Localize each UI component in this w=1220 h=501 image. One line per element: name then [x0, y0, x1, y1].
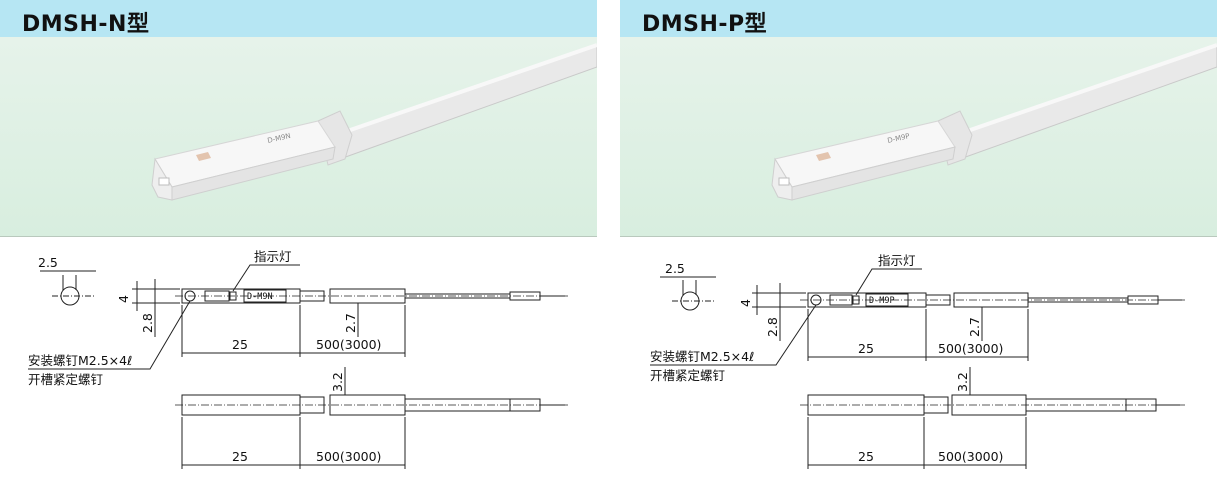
dimension-drawing: 2.5 4 2.8 2.7 3.2 D-M9N 指示灯 安装螺钉M2.5×4ℓ …	[28, 249, 568, 469]
product-photo: D-M9P	[620, 37, 1217, 237]
cable	[329, 44, 597, 160]
label-box	[243, 289, 287, 303]
dim-3-2-label: 3.2	[955, 372, 970, 392]
indicator-lamp-label: 指示灯	[878, 253, 916, 268]
dim-2-8-label: 2.8	[140, 313, 155, 333]
mount-screw-label: 安装螺钉M2.5×4ℓ	[650, 349, 754, 364]
sensor-inner-detail	[829, 294, 853, 306]
sensor-photo-illustration: D-M9N	[151, 43, 597, 201]
cable-segment-outline-bottom	[329, 394, 406, 416]
dim-2-5-label: 2.5	[38, 255, 58, 270]
led-window	[816, 152, 831, 161]
panel-title: DMSH-P型	[642, 12, 768, 37]
cable-highlight	[949, 43, 1217, 139]
dim-2-5-label: 2.5	[665, 261, 685, 276]
dim-3-2-label: 3.2	[330, 372, 345, 392]
screw-leader	[28, 300, 191, 370]
indicator-leader	[232, 264, 300, 292]
panel-title: DMSH-N型	[22, 12, 150, 37]
sensor-inner-detail	[204, 290, 230, 302]
dim-2-8-label: 2.8	[765, 317, 780, 337]
cable	[949, 44, 1217, 160]
sensor-slot	[778, 177, 790, 186]
indicator-lamp	[852, 295, 860, 305]
dim-500-top-label: 500(3000)	[316, 337, 381, 352]
panel-p-type: DMSH-P型 D-M9P	[620, 0, 1217, 501]
slot-screw-label: 开槽紧定螺钉	[650, 368, 726, 383]
sensor-photo-illustration: D-M9P	[771, 43, 1217, 201]
dim-2-7-label: 2.7	[343, 313, 358, 333]
slot-screw-label: 开槽紧定螺钉	[28, 372, 104, 387]
indicator-lamp	[229, 291, 237, 301]
dim-500-bottom-label: 500(3000)	[316, 449, 381, 464]
dim-25-bottom-label: 25	[858, 449, 874, 464]
screw-leader	[650, 304, 817, 366]
sensor-slot	[158, 177, 170, 186]
dim-500-top-label: 500(3000)	[938, 341, 1003, 356]
dim-25-top-label: 25	[232, 337, 248, 352]
mount-screw-label: 安装螺钉M2.5×4ℓ	[28, 353, 132, 368]
indicator-lamp-label: 指示灯	[254, 249, 292, 264]
dim-25-top-label: 25	[858, 341, 874, 356]
panel-header: DMSH-P型	[620, 0, 1217, 37]
panel-n-type: DMSH-N型 D-M9N	[0, 0, 597, 501]
dim-4-label: 4	[116, 295, 131, 303]
led-window	[196, 152, 211, 161]
dim-2-7-label: 2.7	[967, 317, 982, 337]
dim-4-label: 4	[738, 299, 753, 307]
dim-500-bottom-label: 500(3000)	[938, 449, 1003, 464]
sensor-model-label: D-M9P	[869, 296, 895, 306]
dimension-drawing: 2.5 4 2.8 2.7 3.2 D-M9P 指示灯 安装螺钉M2.5×4ℓ …	[650, 253, 1185, 469]
panel-header: DMSH-N型	[0, 0, 597, 37]
indicator-leader	[855, 268, 922, 296]
product-photo: D-M9N	[0, 37, 597, 237]
sensor-model-label: D-M9N	[247, 292, 273, 302]
cable-segment-outline	[953, 292, 1029, 308]
cable-segment-outline	[329, 288, 406, 304]
dim-25-bottom-label: 25	[232, 449, 248, 464]
label-box	[865, 293, 909, 307]
cable-highlight	[329, 43, 597, 139]
